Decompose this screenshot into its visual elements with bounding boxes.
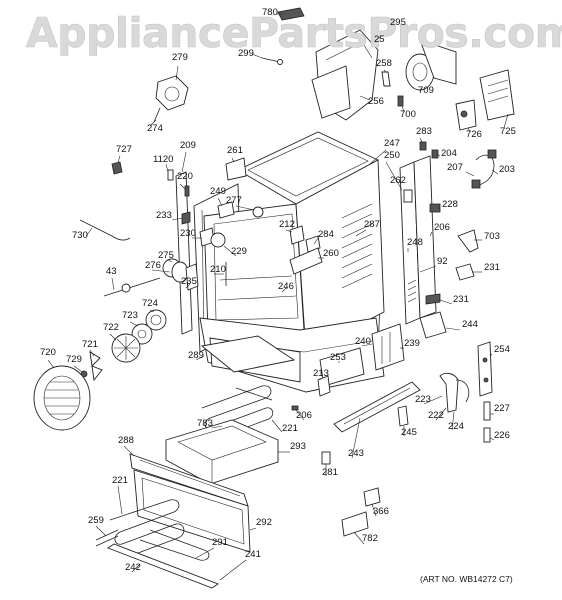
callout-c782: 782: [362, 533, 378, 544]
callout-c277: 277: [226, 195, 242, 206]
callout-c222: 222: [428, 410, 444, 421]
callout-c254: 254: [494, 344, 510, 355]
callout-c246: 246: [278, 281, 294, 292]
callout-c242: 242: [125, 562, 141, 573]
right-components: [291, 229, 493, 537]
callout-c230: 230: [180, 228, 196, 239]
callout-c206b: 206: [296, 410, 312, 421]
callout-c725: 725: [500, 126, 516, 137]
callout-c203: 203: [499, 164, 515, 175]
callout-c243: 243: [348, 448, 364, 459]
callout-c259: 259: [88, 515, 104, 526]
oven-cabinet: [175, 131, 437, 393]
callout-c260: 260: [323, 248, 339, 259]
callout-c730: 730: [72, 230, 88, 241]
callout-c221: 221: [282, 423, 298, 434]
callout-c25: 25: [374, 34, 385, 45]
callout-c241: 241: [245, 549, 261, 560]
callout-c262: 262: [390, 175, 406, 186]
callout-c210: 210: [210, 264, 226, 275]
callout-c293: 293: [290, 441, 306, 452]
callout-c722: 722: [103, 322, 119, 333]
callout-c724: 724: [142, 298, 158, 309]
callout-c92: 92: [437, 256, 448, 267]
left-components: [33, 211, 227, 431]
callout-c291: 291: [212, 537, 228, 548]
callout-c212: 212: [279, 219, 295, 230]
callout-c220: 220: [177, 171, 193, 182]
callout-c229: 229: [231, 246, 247, 257]
callout-c274: 274: [147, 123, 163, 134]
callout-c261: 261: [227, 145, 243, 156]
callout-c231: 231: [484, 262, 500, 273]
callout-c235: 235: [181, 276, 197, 287]
callout-c224: 224: [448, 421, 464, 432]
callout-c721: 721: [82, 339, 98, 350]
callout-c283: 283: [416, 126, 432, 137]
callout-c295: 295: [390, 17, 406, 28]
callout-c1120: 1120: [153, 154, 173, 165]
top-components: [111, 7, 515, 275]
callout-c227: 227: [494, 403, 510, 414]
callout-c256: 256: [368, 96, 384, 107]
callout-c279: 279: [172, 52, 188, 63]
callout-c284: 284: [318, 229, 334, 240]
callout-c258: 258: [376, 58, 392, 69]
callout-c783: 783: [197, 418, 213, 429]
callout-c221b: 221: [112, 475, 128, 486]
callout-c253: 253: [330, 352, 346, 363]
callout-c228: 228: [442, 199, 458, 210]
callout-c240: 240: [355, 336, 371, 347]
leader-lines: [47, 13, 509, 581]
callout-c292: 292: [256, 517, 272, 528]
callout-c239: 239: [404, 338, 420, 349]
callout-c213: 213: [313, 368, 329, 379]
callout-c275: 275: [158, 250, 174, 261]
callout-c223: 223: [415, 394, 431, 405]
callout-labels: 780 299 295 25 279 258 709 256 700 274 726 725 283 72…: [40, 7, 516, 573]
callout-c720: 720: [40, 347, 56, 358]
callout-c245: 245: [401, 427, 417, 438]
callout-c703: 703: [484, 231, 500, 242]
callout-c209: 209: [180, 140, 196, 151]
callout-c780: 780: [262, 7, 278, 18]
callout-c204: 204: [441, 148, 457, 159]
callout-c248: 248: [407, 237, 423, 248]
art-number: (ART NO. WB14272 C7): [420, 574, 513, 584]
callout-c723: 723: [122, 310, 138, 321]
callout-c226: 226: [494, 430, 510, 441]
callout-c287: 287: [364, 219, 380, 230]
callout-c299: 299: [238, 48, 254, 59]
callout-c727: 727: [116, 144, 132, 155]
callout-c244: 244: [462, 319, 478, 330]
callout-c700: 700: [400, 109, 416, 120]
callout-c288: 288: [118, 435, 134, 446]
lower-components: [95, 385, 279, 589]
callout-c276: 276: [145, 260, 161, 271]
callout-c709: 709: [418, 85, 434, 96]
callout-c366: 366: [373, 506, 389, 517]
callout-c729: 729: [66, 354, 82, 365]
callout-c247: 247: [384, 138, 400, 149]
callout-c281: 281: [322, 467, 338, 478]
callout-c726: 726: [466, 129, 482, 140]
callout-c231b: 231: [453, 294, 469, 305]
callout-c233: 233: [156, 210, 172, 221]
callout-c206: 206: [434, 222, 450, 233]
callout-c249: 249: [210, 186, 226, 197]
watermark-text: AppliancePartsPros.com: [26, 9, 562, 57]
callout-c250: 250: [384, 150, 400, 161]
callout-c289: 289: [188, 350, 204, 361]
callout-c207: 207: [447, 162, 463, 173]
callout-c43: 43: [106, 266, 117, 277]
